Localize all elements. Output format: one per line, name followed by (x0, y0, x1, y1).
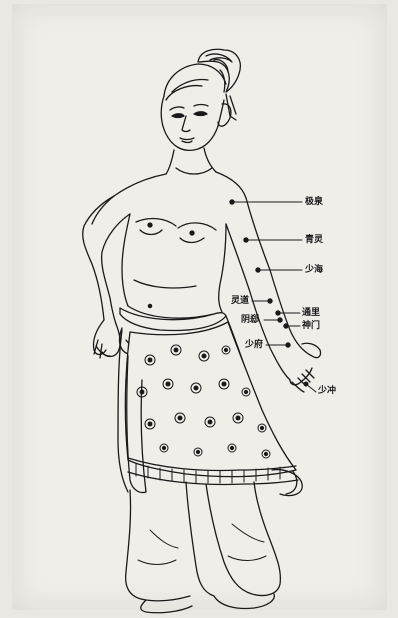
acupoint-label-shaofu: 少府 (245, 340, 263, 350)
acupoint-label-lingdao: 灵道 (231, 296, 249, 306)
acupoint-label-yinxi: 阴郄 (241, 315, 259, 325)
left-arm (83, 196, 130, 358)
acupoint-label-qingling: 青灵 (305, 235, 323, 245)
trousers (126, 482, 281, 613)
torso (92, 148, 246, 318)
acupoint-label-shaochong: 少冲 (318, 386, 336, 396)
acupoint-label-shenmen: 神门 (302, 321, 320, 331)
acupoint-label-tongli: 通里 (302, 308, 320, 318)
acupoint-label-jiquan: 极泉 (305, 197, 323, 207)
skirt (118, 308, 302, 496)
acupoint-label-shaohai: 少海 (305, 265, 323, 275)
head (161, 49, 240, 150)
